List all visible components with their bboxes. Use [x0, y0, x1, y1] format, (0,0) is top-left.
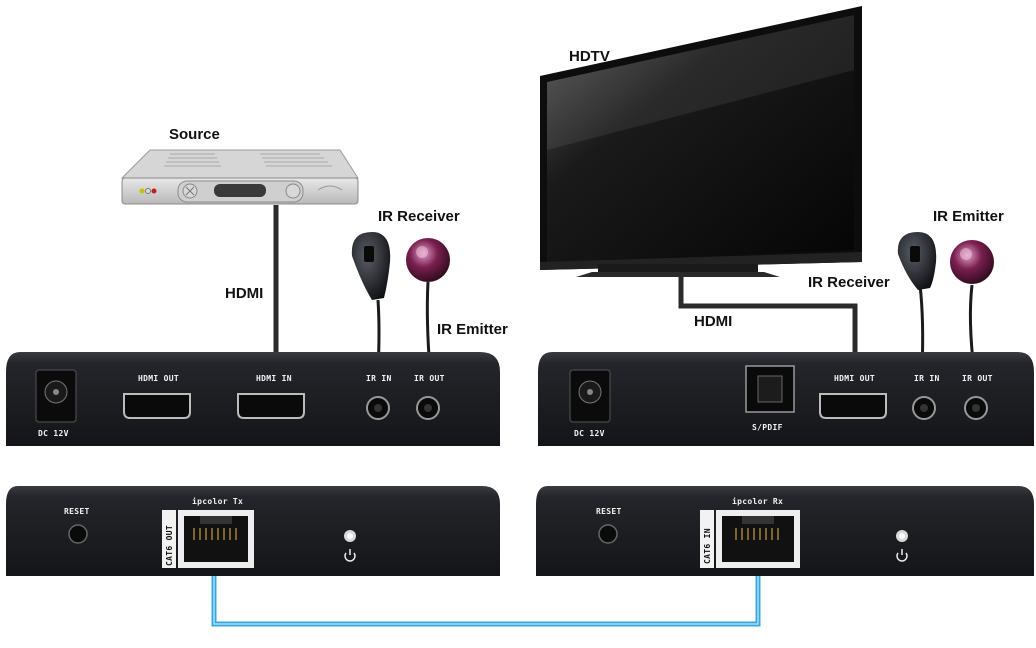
rx-spdif-label: S/PDIF: [752, 423, 783, 432]
source-label: Source: [169, 126, 220, 143]
rx-ir-out-label: IR OUT: [962, 374, 993, 383]
hdmi-label-left: HDMI: [225, 285, 264, 302]
hdtv-label: HDTV: [569, 48, 610, 65]
tx-back-panel: DC 12V HDMI OUT HDMI IN IR IN IR OUT: [6, 352, 500, 446]
tx-model-label: ipcolor Tx: [192, 496, 243, 506]
rx-cat6-label: CAT6 IN: [703, 528, 712, 564]
tx-cat6-label: CAT6 OUT: [165, 525, 174, 566]
tx-dc-label: DC 12V: [38, 429, 69, 438]
ir-receiver-right-image: [897, 232, 937, 290]
rx-back-panel: DC 12V S/PDIF HDMI OUT IR IN IR OUT: [538, 352, 1034, 446]
tx-reset-label: RESET: [64, 507, 90, 516]
tx-ir-in-label: IR IN: [366, 374, 392, 383]
ir-emitter-left-image: [406, 238, 450, 282]
rx-ir-in-label: IR IN: [914, 374, 940, 383]
ir-emitter-label-right: IR Emitter: [933, 208, 1004, 225]
rx-front-panel: RESET ipcolor Rx CAT6 IN: [536, 486, 1034, 576]
tx-front-panel: RESET ipcolor Tx CAT6 OUT: [6, 486, 500, 576]
cat6-cable: [211, 570, 761, 627]
hdmi-label-right: HDMI: [694, 313, 733, 330]
rx-dc-label: DC 12V: [574, 429, 605, 438]
ir-receiver-label-left: IR Receiver: [378, 208, 460, 225]
hdmi-cable-right: [678, 275, 858, 354]
rx-reset-label: RESET: [596, 507, 622, 516]
tx-hdmi-in-label: HDMI IN: [256, 374, 292, 383]
tx-ir-out-label: IR OUT: [414, 374, 445, 383]
hdtv-image: [540, 6, 862, 277]
rx-model-label: ipcolor Rx: [732, 496, 783, 506]
source-box-image: [120, 149, 359, 205]
tx-hdmi-out-label: HDMI OUT: [138, 374, 179, 383]
ir-receiver-left-image: [351, 232, 391, 300]
ir-emitter-label-left: IR Emitter: [437, 321, 508, 338]
rx-hdmi-out-label: HDMI OUT: [834, 374, 875, 383]
ir-emitter-right-image: [950, 240, 994, 284]
ir-receiver-label-right: IR Receiver: [808, 274, 890, 291]
